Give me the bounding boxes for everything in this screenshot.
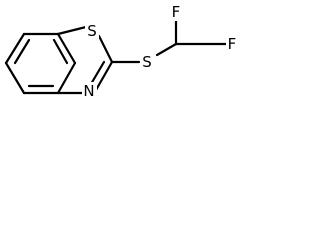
double-bond-inner-left (13, 38, 31, 65)
svg-text:F: F (172, 3, 181, 21)
bond-s-ch (155, 42, 178, 57)
bond-c1-c2 (4, 32, 26, 65)
bond-c3-c4 (56, 32, 77, 65)
bond-c2-n3 (94, 60, 114, 92)
bond-c4-c5 (56, 61, 77, 95)
difluoromethylthio-group (110, 17, 229, 64)
atom-label-fluorine-top: F (170, 3, 183, 21)
benzene-ring (4, 32, 77, 95)
atom-label-fluorine-right: F (226, 35, 239, 53)
bond-c3-s1 (56, 25, 88, 36)
svg-text:S: S (87, 22, 97, 40)
bond-c2-n3-double (89, 60, 106, 86)
atom-label-ring-nitrogen: N (82, 82, 97, 100)
bond-s1-c2 (97, 34, 114, 64)
bond-c6-c1 (4, 61, 26, 95)
atom-label-thioether-sulfur: S (140, 53, 154, 71)
svg-text:F: F (228, 35, 237, 53)
atom-label-ring-sulfur: S (85, 22, 99, 40)
double-bond-inner-right (52, 38, 69, 65)
benzothiazole-difluoromethylthio-structure: S N S F F (4, 3, 239, 100)
svg-text:N: N (83, 82, 94, 100)
thiazole-ring (56, 25, 114, 95)
svg-text:S: S (142, 53, 152, 71)
